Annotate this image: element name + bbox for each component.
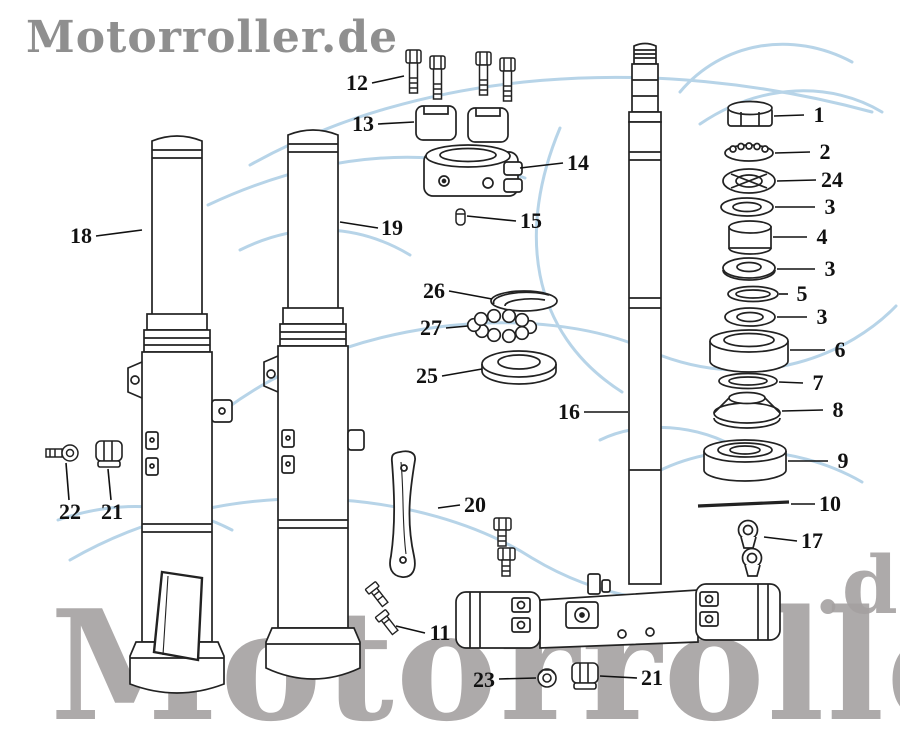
callout-part-19: 19 <box>381 215 403 240</box>
callout-part-27: 27 <box>420 315 442 340</box>
callout-part-18: 18 <box>70 223 92 248</box>
callout-part-20: 20 <box>464 492 486 517</box>
callout-part-12: 12 <box>346 70 368 95</box>
steering-stack-parts <box>697 100 790 577</box>
part-17-bolts <box>737 519 763 577</box>
part-3-washer-b <box>722 257 776 281</box>
callout-part-23: 23 <box>473 667 495 692</box>
callout-part-3b: 3 <box>824 256 836 281</box>
part-3-washer-c <box>724 307 776 327</box>
callout-part-11: 11 <box>429 620 451 645</box>
part-5-ring <box>727 285 779 303</box>
handlebar-rubber-mounts <box>415 105 509 143</box>
part-7-washer <box>718 372 778 390</box>
part-11-screws <box>364 581 399 636</box>
callout-part-16: 16 <box>558 399 580 424</box>
lower-triple-clamp <box>455 573 781 649</box>
callout-part-7: 7 <box>812 370 824 395</box>
callout-part-9: 9 <box>837 448 849 473</box>
callout-part-3c: 3 <box>816 304 828 329</box>
part-21-clamp-bottom <box>571 662 599 690</box>
callout-part-26: 26 <box>423 278 445 303</box>
part-24-washer <box>722 168 776 194</box>
fork-leg-left <box>127 135 233 694</box>
callout-part-22: 22 <box>59 499 81 524</box>
bearing-balls <box>466 308 538 344</box>
callout-part-25: 25 <box>416 363 438 388</box>
handlebar-lower-clamp <box>423 144 523 197</box>
callout-part-21-bottom: 21 <box>641 665 663 690</box>
callout-part-4: 4 <box>816 224 828 249</box>
callout-part-17: 17 <box>801 528 823 553</box>
middle-bearing-parts <box>466 290 558 385</box>
part-8-bearing-cone <box>713 391 781 429</box>
callout-part-10: 10 <box>819 491 841 516</box>
callout-part-14: 14 <box>567 150 589 175</box>
callout-part-3a: 3 <box>824 194 836 219</box>
fork-leg-right <box>263 129 365 680</box>
bracket-bolts <box>493 517 516 577</box>
callout-part-1: 1 <box>813 102 825 127</box>
callout-part-5: 5 <box>796 281 808 306</box>
part-4-spacer <box>728 220 772 255</box>
part-6-bearing-cup <box>709 329 789 373</box>
part-1-stem-nut <box>727 100 773 127</box>
callout-part-8: 8 <box>832 397 844 422</box>
callout-part-6: 6 <box>834 337 846 362</box>
pin-part <box>455 208 466 226</box>
part-3-washer-a <box>720 197 774 217</box>
callout-part-21-left: 21 <box>101 499 123 524</box>
watermark-brand-right: .de <box>814 538 900 632</box>
part-21-clamp-left <box>95 440 123 468</box>
part-10-dust-seal <box>697 500 790 508</box>
watermark-brand-top: Motorroller.de <box>26 12 399 63</box>
callout-part-15: 15 <box>520 208 542 233</box>
part-20-bracket <box>389 450 416 578</box>
steering-stem <box>628 42 662 585</box>
callout-part-24: 24 <box>821 167 843 192</box>
handlebar-bolts <box>405 49 516 102</box>
part-9-bearing-cup <box>703 439 787 482</box>
part-2-lock-washer <box>724 142 774 162</box>
callout-part-2: 2 <box>819 139 831 164</box>
callout-part-13: 13 <box>352 111 374 136</box>
leader-lines <box>65 75 828 680</box>
part-23-nut <box>537 668 557 688</box>
part-22-bolt <box>45 444 79 462</box>
